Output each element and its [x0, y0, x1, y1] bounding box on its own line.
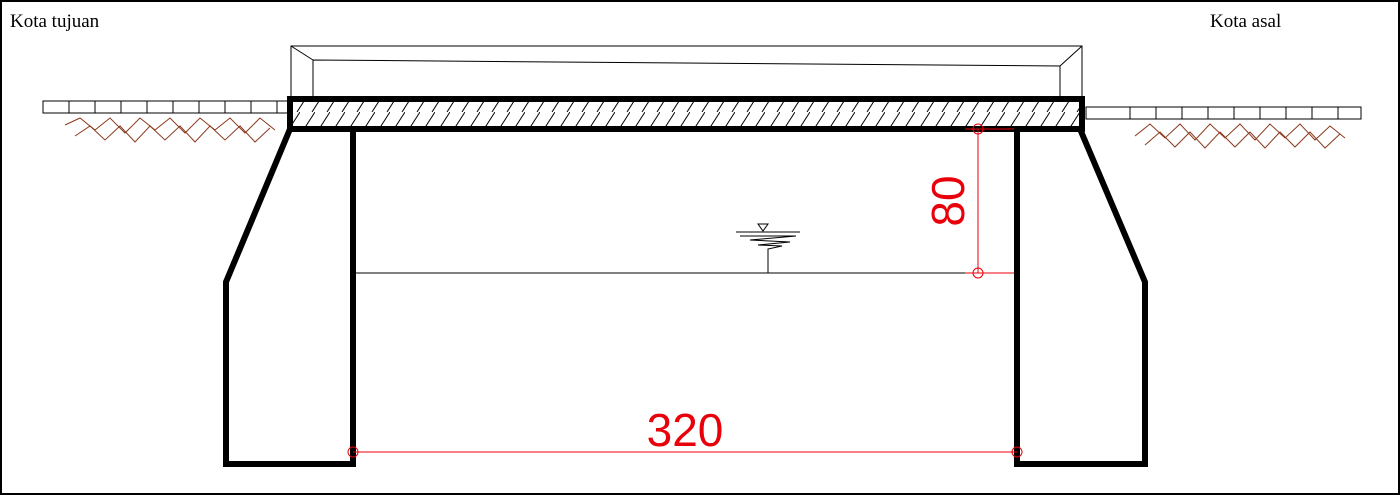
- deck-railing: [290, 45, 1083, 97]
- span-dimension: [347, 446, 1023, 458]
- right-soil-hatch: [1134, 123, 1346, 149]
- label-kota-tujuan: Kota tujuan: [10, 11, 100, 32]
- left-approach-pavement: [42, 100, 289, 114]
- left-abutment: [223, 127, 356, 467]
- right-abutment: [1014, 127, 1148, 467]
- right-approach-pavement: [1085, 106, 1362, 120]
- span-dimension-value: 320: [647, 404, 724, 456]
- height-dimension: [965, 123, 1014, 279]
- water-level: [356, 223, 1014, 274]
- left-soil-hatch: [64, 117, 276, 143]
- label-kota-asal: Kota asal: [1210, 11, 1282, 32]
- height-dimension-value: 80: [922, 175, 974, 226]
- deck-slab: [287, 96, 1085, 132]
